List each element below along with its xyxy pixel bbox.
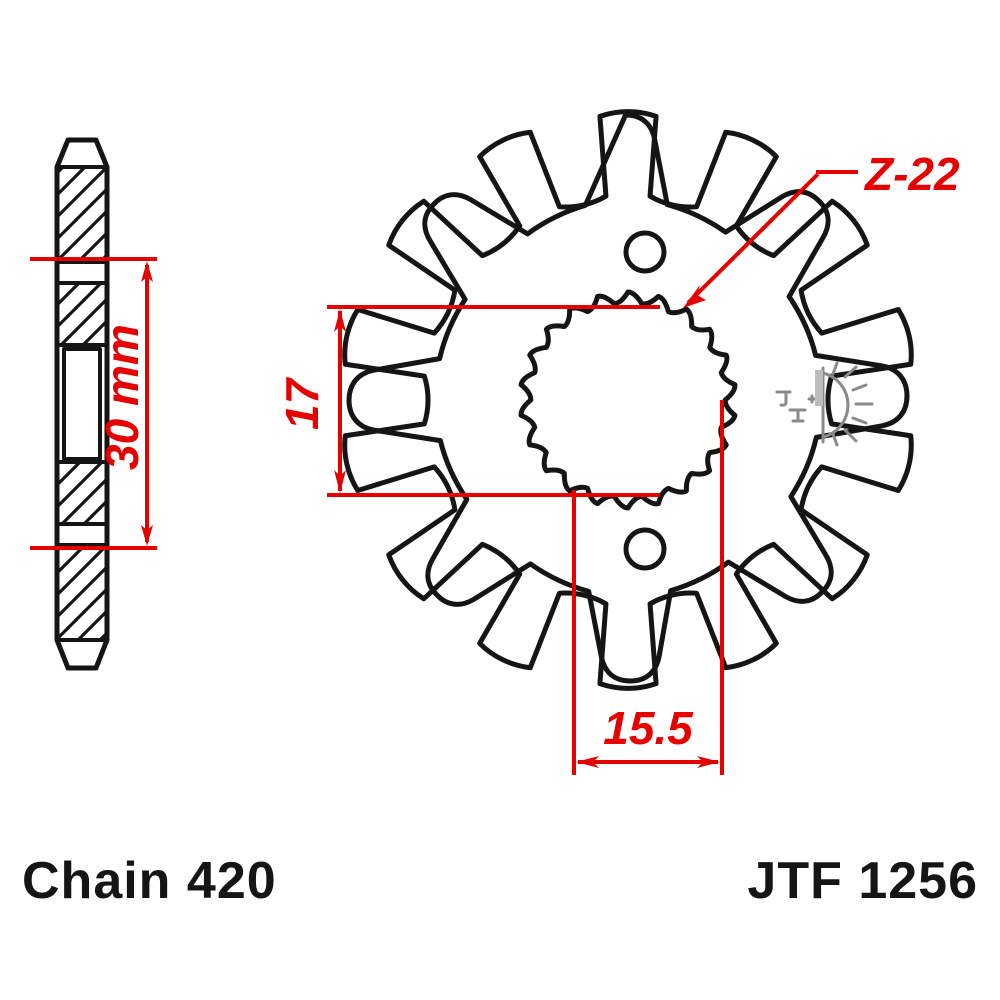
sprocket-teeth-outline bbox=[346, 112, 910, 684]
side-view-outline bbox=[54, 137, 110, 671]
dimension-tooth-width-17: 17 bbox=[276, 305, 660, 497]
dimension-label-thickness: 30 mm bbox=[96, 324, 148, 470]
dimension-thickness-30mm: 30 mm bbox=[30, 257, 157, 550]
watermark-bar bbox=[815, 370, 823, 406]
chain-caption: Chain 420 bbox=[22, 852, 277, 910]
dimension-label-tooth-width: 17 bbox=[276, 376, 328, 430]
dimension-label-tooth-pitch: 15.5 bbox=[603, 702, 694, 754]
part-number-caption: JTF 1256 bbox=[747, 852, 978, 910]
front-view bbox=[342, 109, 914, 691]
jt-logo-watermark-icon bbox=[775, 361, 874, 447]
sprocket-tooth-profile bbox=[342, 109, 914, 691]
annotation-z22: Z-22 bbox=[683, 148, 960, 308]
annotation-label-z22: Z-22 bbox=[863, 148, 960, 200]
bolt-hole-bottom bbox=[623, 527, 667, 571]
splined-bore bbox=[518, 289, 738, 511]
spline-profile bbox=[518, 289, 738, 511]
sprocket-generated-geometry bbox=[342, 109, 914, 691]
bolt-hole-top bbox=[623, 230, 667, 274]
hatch-lower-inner bbox=[57, 462, 107, 524]
side-view-web-cavity bbox=[62, 347, 102, 461]
hatch-upper-inner bbox=[57, 283, 107, 345]
hatch-lower-outer bbox=[57, 545, 107, 640]
dimension-tooth-pitch-15-5: 15.5 bbox=[572, 400, 724, 775]
